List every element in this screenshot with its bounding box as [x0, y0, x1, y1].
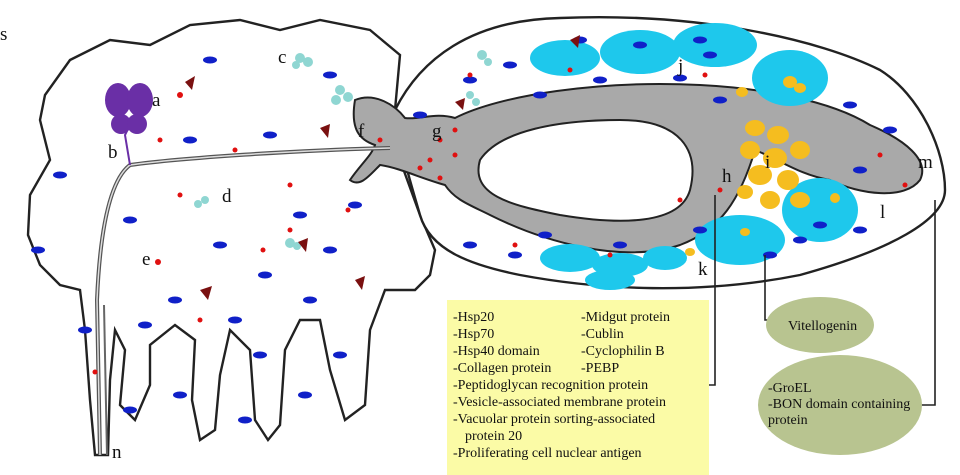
protein-item: -Vesicle-associated membrane protein [453, 395, 666, 411]
front-body-outline [28, 20, 435, 455]
protein-item: -Peptidoglycan recognition protein [453, 378, 648, 394]
groel-label-3: protein [768, 413, 808, 428]
label-f: f [358, 121, 365, 142]
groel-label-2: -BON domain containing [768, 397, 910, 412]
protein-item: -Cyclophilin B [581, 344, 665, 360]
protein-item: -Vacuolar protein sorting-associated [453, 412, 655, 428]
protein-item: -Hsp70 [453, 327, 494, 343]
protein-item: -Hsp20 [453, 310, 494, 326]
label-h: h [722, 166, 732, 187]
label-a: a [152, 90, 161, 111]
vitellogenin-label: Vitellogenin [788, 319, 857, 334]
label-e: e [142, 249, 150, 270]
label-i: i [765, 152, 770, 173]
protein-item: protein 20 [465, 429, 522, 445]
label-m: m [918, 152, 933, 173]
label-k: k [698, 259, 708, 280]
protein-item: -Proliferating cell nuclear antigen [453, 446, 642, 462]
pointer-m [915, 200, 935, 405]
label-j: j [677, 56, 683, 77]
protein-item: -Collagen protein [453, 361, 551, 377]
label-l: l [880, 202, 885, 223]
protein-item: -Cublin [581, 327, 624, 343]
corner-letter: s [0, 24, 7, 45]
label-g: g [432, 121, 442, 142]
label-d: d [222, 186, 232, 207]
label-b: b [108, 142, 118, 163]
protein-item: -Midgut protein [581, 310, 670, 326]
protein-item: -Hsp40 domain [453, 344, 540, 360]
label-n: n [112, 442, 122, 463]
label-c: c [278, 47, 286, 68]
groel-label-1: -GroEL [768, 381, 812, 396]
protein-item: -PEBP [581, 361, 619, 377]
protein-list-box: -Hsp20 -Hsp70 -Hsp40 domain -Collagen pr… [447, 300, 709, 475]
